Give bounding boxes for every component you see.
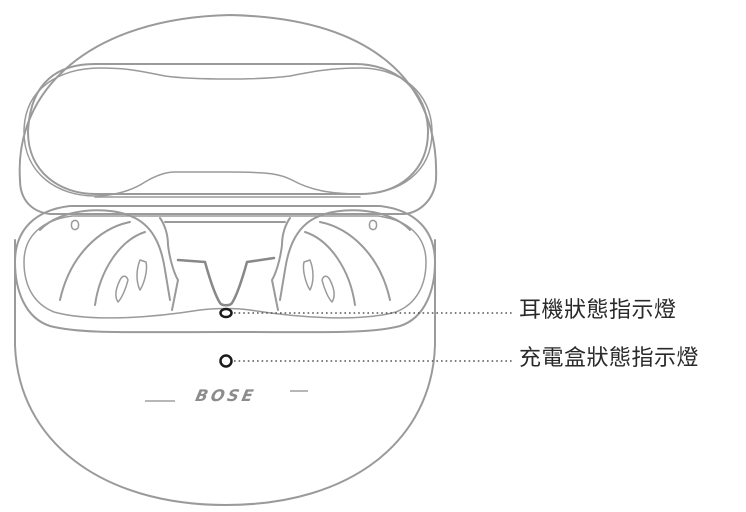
- right-earbud-dot: [368, 219, 378, 231]
- earbud-status-light-label: 耳機狀態指示燈: [519, 298, 677, 323]
- case-inner-rim: [23, 215, 427, 319]
- center-notch: [176, 256, 276, 307]
- left-earbud-dot: [70, 219, 80, 231]
- left-earbud: [39, 209, 171, 306]
- case-status-light-icon: [219, 354, 233, 368]
- center-bridge: [159, 217, 291, 311]
- case-status-light-label: 充電盒狀態指示燈: [519, 346, 700, 371]
- right-earbud: [279, 209, 411, 306]
- bose-logo: BOSE: [145, 386, 308, 405]
- case-rim: [14, 205, 436, 334]
- left-earbud-slot-1: [115, 275, 129, 303]
- lid-inner-rim-2: [23, 67, 433, 197]
- left-earbud-slot-2: [136, 259, 148, 291]
- earbud-status-light-icon: [219, 307, 233, 319]
- right-earbud-slot-2: [302, 259, 314, 291]
- lid-outer: [18, 14, 438, 215]
- svg-text:BOSE: BOSE: [194, 386, 258, 405]
- case-body: [14, 239, 436, 506]
- right-earbud-slot-1: [321, 275, 335, 303]
- lid-inner-rim: [27, 63, 429, 195]
